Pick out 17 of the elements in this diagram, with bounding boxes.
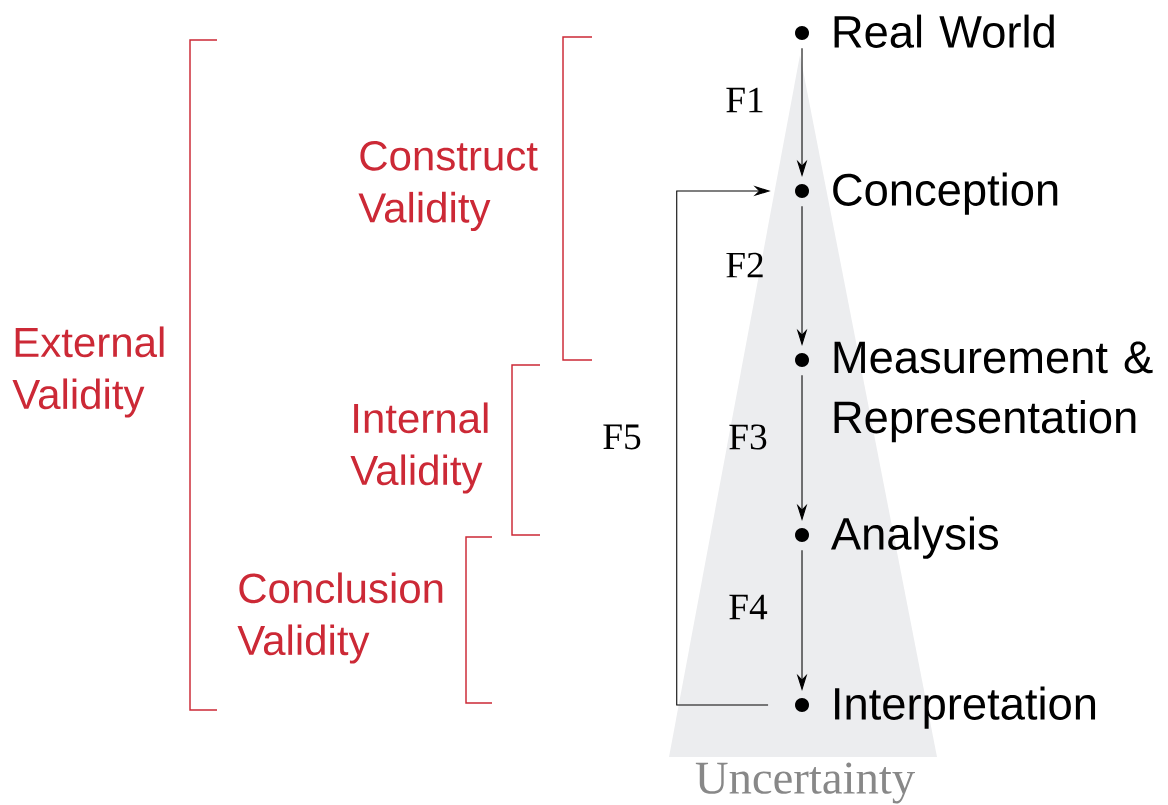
validity-label: Construct Validity [358,141,538,231]
stage-point: Measurement & Representation [795,341,1153,443]
node-label: Real World [834,14,1054,48]
edge-label: F5 [603,424,641,450]
edge-label: F1 [726,87,763,113]
edge-label: F4 [729,594,768,620]
edge-label: F2 [726,252,763,278]
node-label: Analysis [830,516,999,559]
stage-point: Interpretation [795,686,1096,729]
stage-point: Analysis [795,516,998,559]
axis-label: Uncertainty [695,762,915,804]
validity-label: Internal Validity [350,402,488,494]
validity-label: Conclusion Validity [237,572,443,664]
stage-point: Real World [795,14,1054,48]
validity-label: External Validity [12,326,164,418]
edge-label: F3 [729,424,767,450]
stage-point: Conception [795,172,1058,215]
